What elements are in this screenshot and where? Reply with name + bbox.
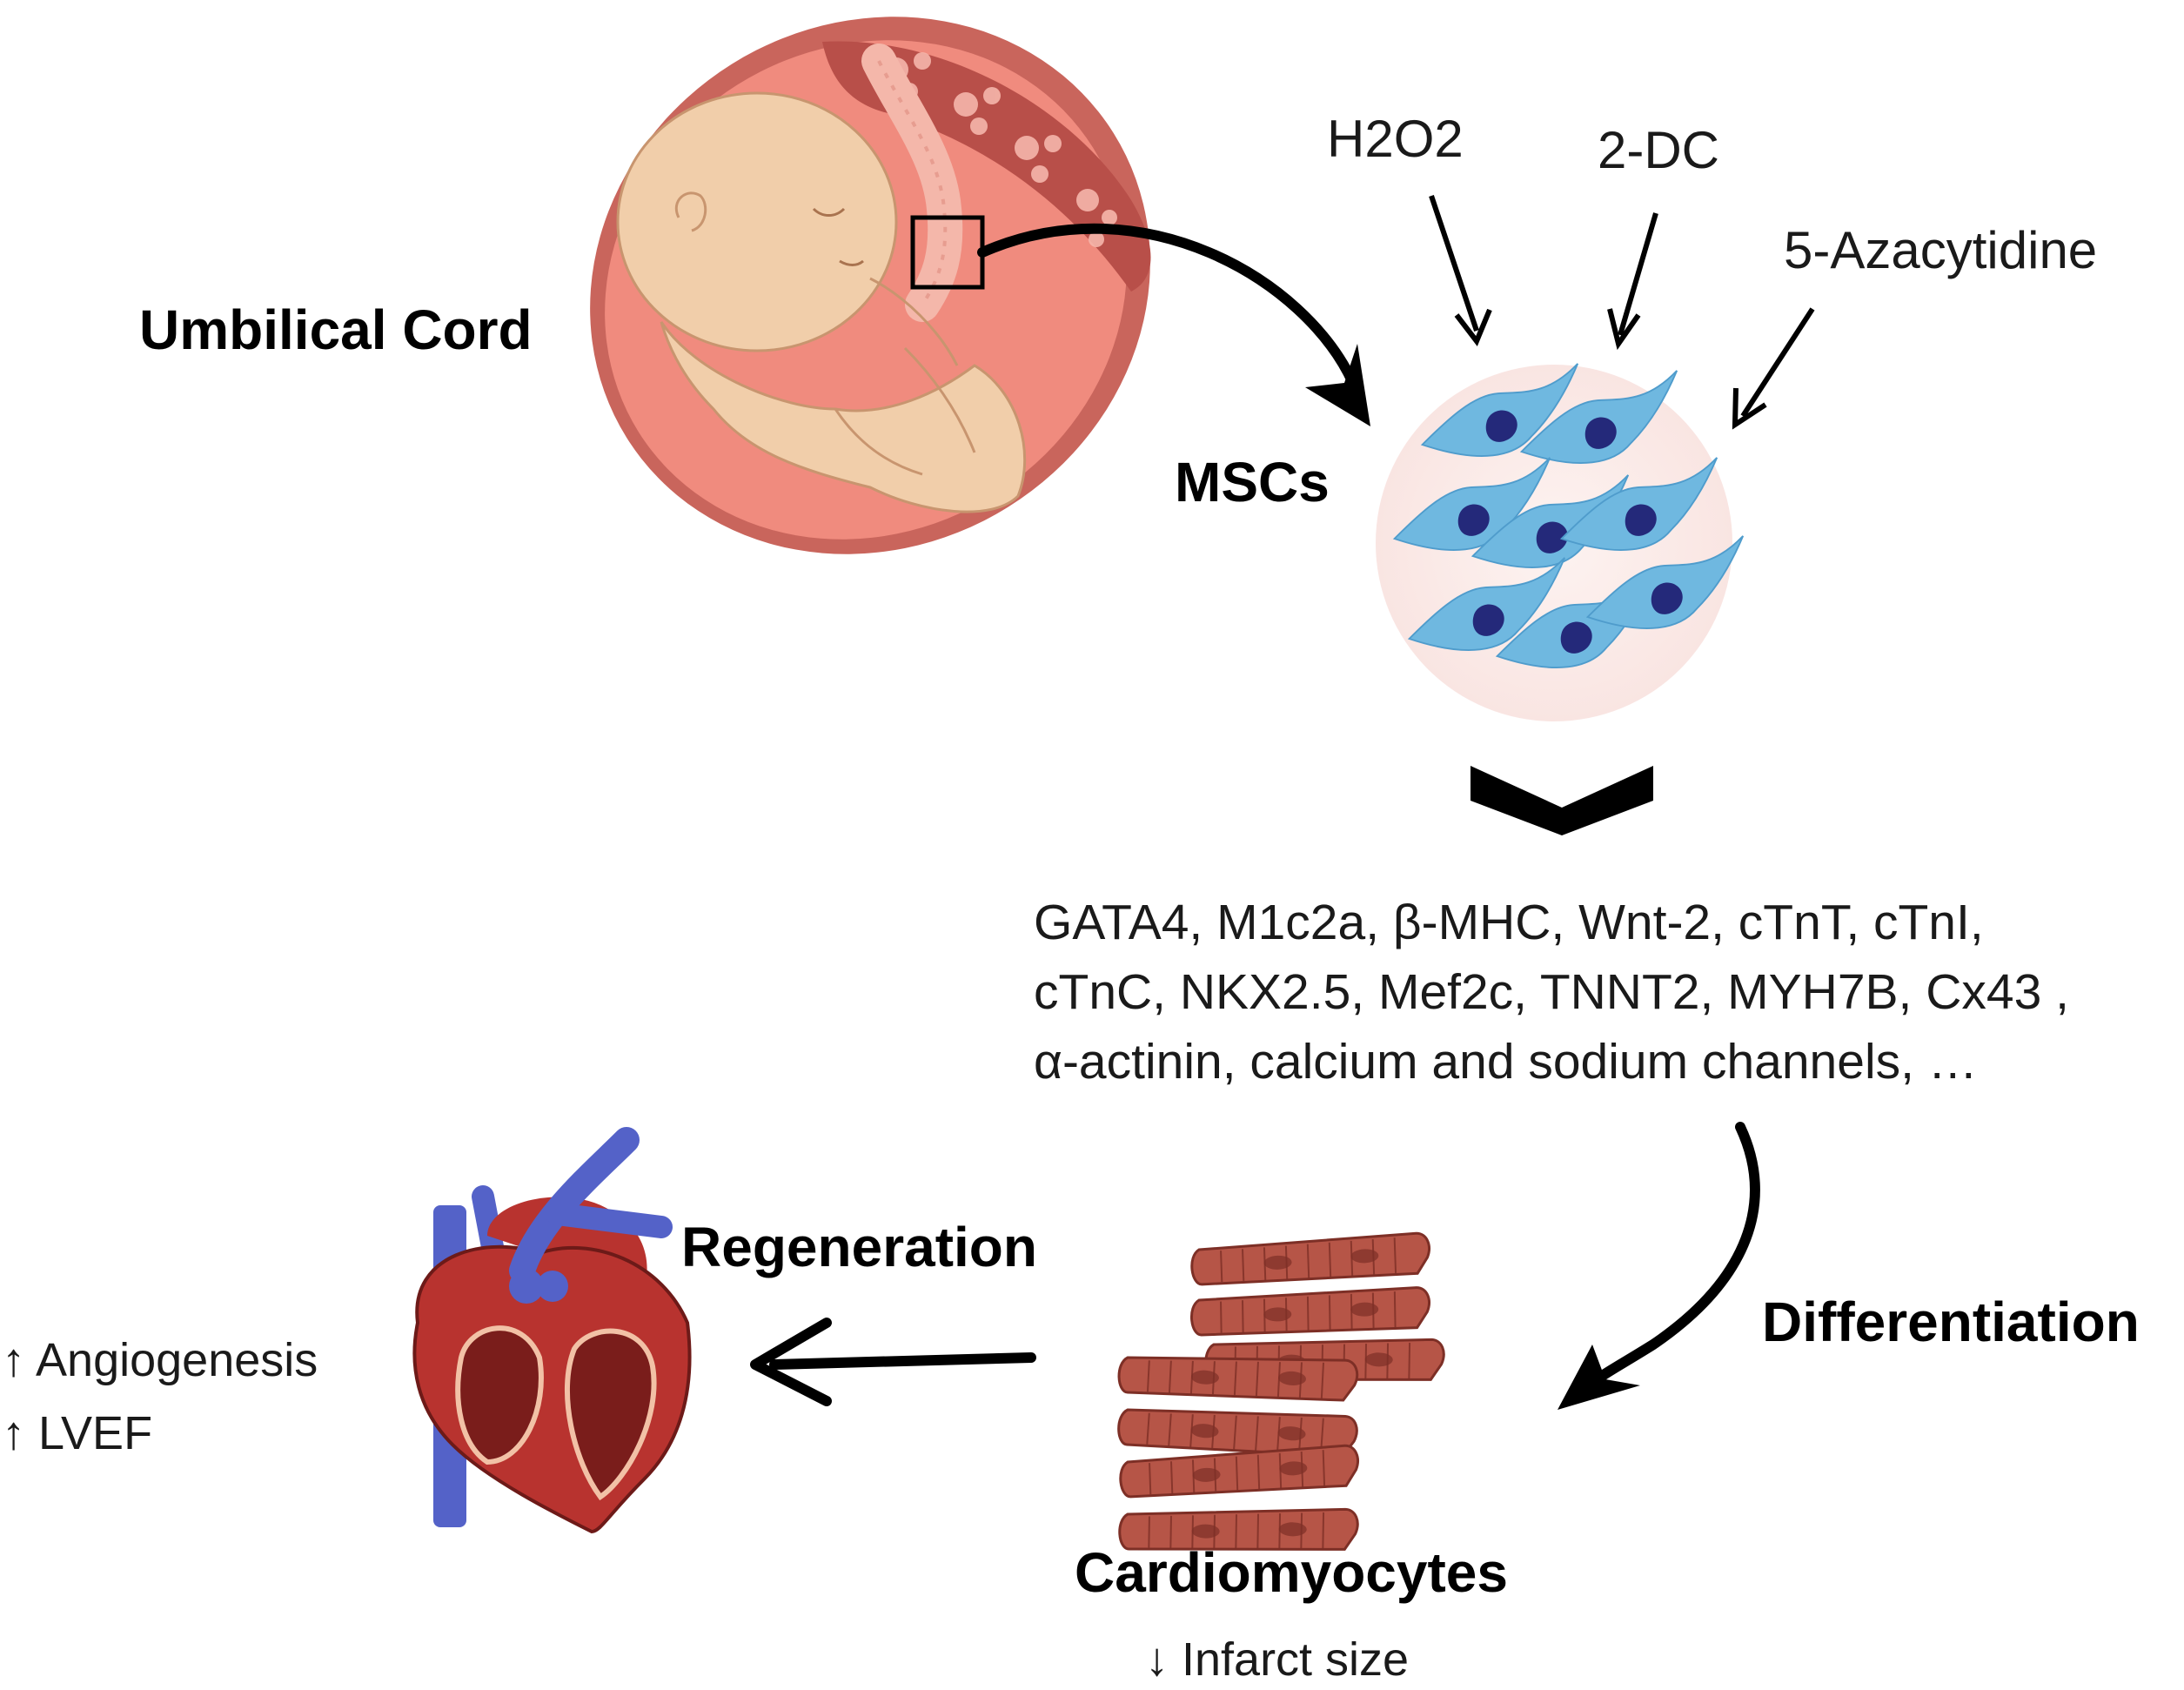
- arrow-h2o2: [1429, 195, 1479, 332]
- azacytidine-label: 5-Azacytidine: [1784, 221, 2098, 279]
- womb-illustration: [590, 17, 1151, 554]
- muscle-fiber: [1189, 1285, 1431, 1337]
- arrow-cord-to-mscs-head: [1305, 344, 1370, 426]
- markers-line-2: cTnC, NKX2.5, Mef2c, TNNT2, MYH7B, Cx43 …: [1034, 964, 2069, 1020]
- arrow-cord-to-mscs: [977, 223, 1358, 388]
- arrow-regeneration: [769, 1352, 1036, 1370]
- lvef-label: ↑ LVEF: [2, 1407, 153, 1459]
- arrow-azacytidine: [1740, 307, 1815, 418]
- h2o2-label: H2O2: [1327, 110, 1464, 168]
- umbilical-cord-label: Umbilical Cord: [139, 298, 533, 361]
- markers-line-3: α-actinin, calcium and sodium channels, …: [1034, 1034, 1978, 1090]
- msc-culture: [1376, 362, 1745, 721]
- muscle-fiber: [1118, 1444, 1361, 1499]
- heart-illustration: [412, 1127, 692, 1534]
- muscle-fiber: [1189, 1231, 1432, 1286]
- cardiac-markers-list: GATA4, M1c2a, β-MHC, Wnt-2, cTnT, cTnI, …: [1034, 888, 2156, 1096]
- markers-line-1: GATA4, M1c2a, β-MHC, Wnt-2, cTnT, cTnI,: [1034, 895, 1984, 950]
- cardiomyocytes-illustration: [1115, 1231, 1445, 1555]
- arrow-2dc: [1618, 212, 1658, 336]
- arrow-differentiation-head: [1558, 1345, 1640, 1410]
- infarct-size-label: ↓ Infarct size: [1145, 1633, 1410, 1686]
- chevron-down-icon: [1471, 766, 1653, 835]
- two-dc-label: 2-DC: [1598, 121, 1720, 179]
- reagent-arrows: [1429, 195, 1815, 430]
- differentiation-label: Differentiation: [1762, 1291, 2140, 1353]
- arrow-regeneration-head: [750, 1318, 832, 1406]
- angiogenesis-label: ↑ Angiogenesis: [2, 1334, 318, 1386]
- cardiomyocytes-label: Cardiomyocytes: [1075, 1541, 1508, 1604]
- regeneration-label: Regeneration: [681, 1216, 1037, 1278]
- fetus: [616, 91, 1027, 513]
- arrow-differentiation: [1587, 1122, 1760, 1389]
- mscs-label: MSCs: [1175, 451, 1330, 513]
